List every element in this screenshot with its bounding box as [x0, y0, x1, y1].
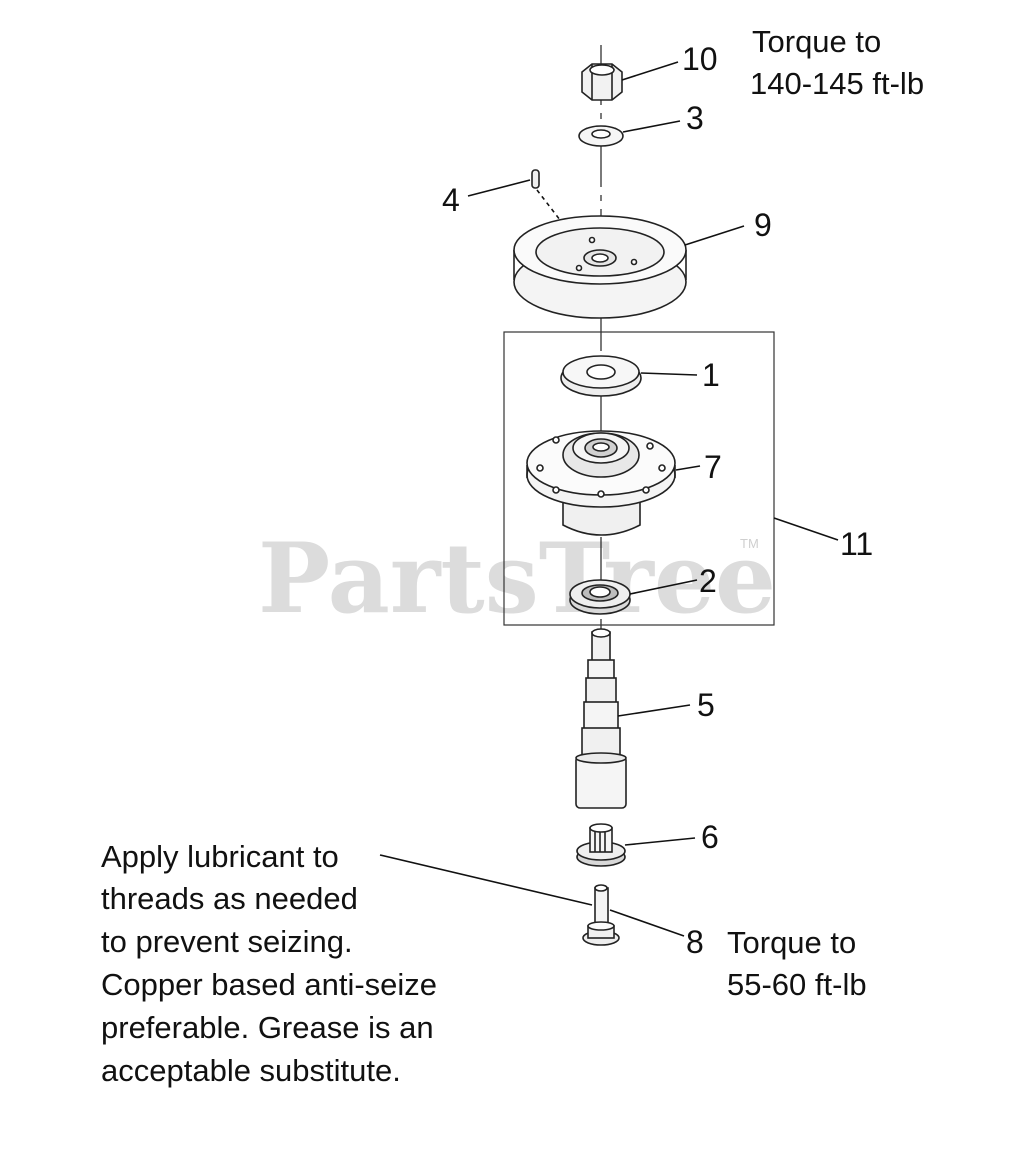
torque-bottom-line-2: 55-60 ft-lb — [727, 967, 867, 1002]
watermark-text: PartsTree — [258, 522, 776, 635]
callout-4: 4 — [442, 182, 460, 218]
torque-top-line-2: 140-145 ft-lb — [750, 66, 924, 101]
torque-bottom-line-1: Torque to — [727, 925, 856, 960]
callout-2: 2 — [699, 563, 717, 599]
torque-note-top: Torque to 140-145 ft-lb — [750, 24, 924, 101]
parts-tree-watermark: PartsTree TM — [258, 522, 776, 635]
torque-top-line-1: Torque to — [752, 24, 881, 59]
callout-3: 3 — [686, 100, 704, 136]
callout-1: 1 — [702, 357, 720, 393]
lubricant-line-3: to prevent seizing. — [101, 924, 353, 959]
hex-nut-part — [581, 63, 623, 101]
torque-note-bottom: Torque to 55-60 ft-lb — [727, 925, 867, 1002]
lubricant-line-2: threads as needed — [101, 881, 358, 916]
leader-lines — [379, 61, 839, 937]
callout-9: 9 — [754, 207, 772, 243]
lubricant-line-6: acceptable substitute. — [101, 1053, 401, 1088]
washer-part — [578, 125, 624, 147]
lubricant-line-1: Apply lubricant to — [101, 839, 339, 874]
spindle-shaft-part — [575, 628, 627, 809]
bottom-bearing-part — [569, 579, 631, 615]
callout-6: 6 — [701, 819, 719, 855]
bolt-part — [582, 884, 620, 946]
lubricant-line-5: preferable. Grease is an — [101, 1010, 434, 1045]
key-pin-part — [531, 169, 540, 189]
callout-numbers: 10 3 4 9 1 7 11 2 5 6 8 — [442, 41, 873, 960]
callout-8: 8 — [686, 924, 704, 960]
spindle-assembly-box — [503, 331, 775, 626]
spindle-housing-part — [526, 430, 676, 536]
top-bearing-part — [560, 355, 642, 397]
callout-11: 11 — [840, 526, 873, 562]
callout-5: 5 — [697, 687, 715, 723]
watermark-trademark: TM — [740, 536, 759, 551]
callout-10: 10 — [682, 41, 718, 77]
splined-hub-part — [576, 823, 626, 867]
callout-7: 7 — [704, 449, 722, 485]
lubricant-line-4: Copper based anti-seize — [101, 967, 437, 1002]
lubricant-note: Apply lubricant to threads as needed to … — [101, 839, 437, 1088]
pulley-part — [513, 215, 687, 319]
